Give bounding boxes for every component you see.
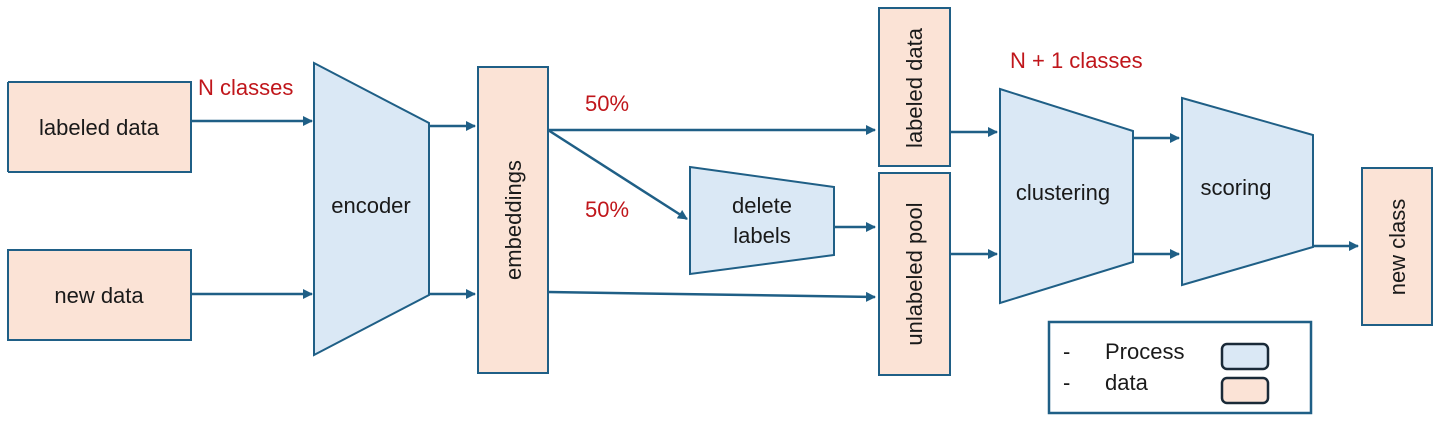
n-classes-annotation: N classes	[198, 75, 293, 100]
new-data-input-box: new data	[7, 249, 192, 341]
legend-process-swatch	[1220, 342, 1270, 371]
legend-data-bullet: -	[1063, 370, 1070, 395]
encoder-block: encoder	[313, 61, 430, 357]
new-class-box: new class	[1361, 167, 1433, 326]
arrow-embeddings-to-unlabeled-pool	[547, 290, 876, 302]
legend-data-label: data	[1105, 370, 1149, 395]
legend-process-bullet: -	[1063, 339, 1070, 364]
unlabeled-pool-box: unlabeled pool	[878, 172, 951, 376]
legend: - Process - data	[1047, 320, 1313, 415]
arrow-embeddings-to-delete-labels	[547, 128, 688, 221]
delete-labels-label-line2: labels	[733, 223, 790, 248]
embeddings-box: embeddings	[477, 66, 549, 374]
scoring-label: scoring	[1201, 175, 1272, 200]
new-class-label: new class	[1385, 199, 1410, 296]
clustering-label: clustering	[1016, 180, 1110, 205]
encoder-label: encoder	[331, 193, 411, 218]
labeled-data-input-label: labeled data	[39, 115, 160, 140]
delete-labels-block: delete labels	[689, 165, 835, 276]
legend-data-swatch	[1220, 376, 1270, 405]
delete-labels-label-line1: delete	[732, 193, 792, 218]
labeled-data-input-box: labeled data	[7, 81, 192, 173]
legend-process-label: Process	[1105, 339, 1184, 364]
scoring-block: scoring	[1181, 96, 1314, 287]
labeled-data-output-box: labeled data	[878, 7, 951, 167]
labeled-data-output-label: labeled data	[902, 27, 927, 148]
unlabeled-pool-label: unlabeled pool	[902, 202, 927, 345]
fifty-percent-top-annotation: 50%	[585, 91, 629, 116]
n-plus-one-classes-annotation: N + 1 classes	[1010, 48, 1143, 73]
embeddings-label: embeddings	[501, 160, 526, 280]
clustering-block: clustering	[999, 87, 1134, 305]
fifty-percent-mid-annotation: 50%	[585, 197, 629, 222]
new-data-input-label: new data	[54, 283, 144, 308]
